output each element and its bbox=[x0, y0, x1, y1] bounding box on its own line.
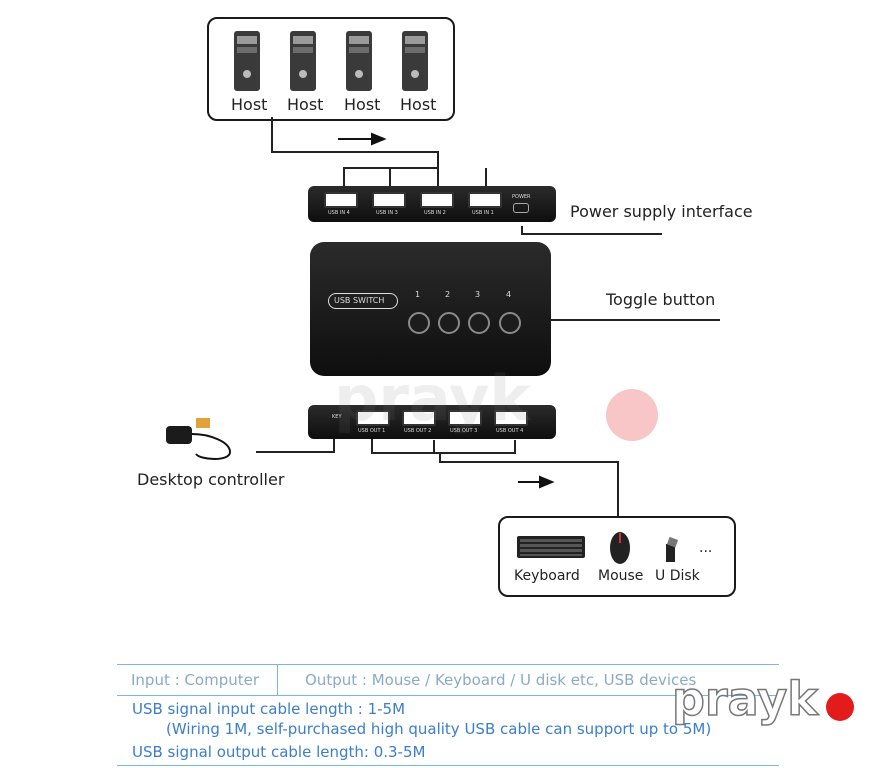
host-label: Host bbox=[400, 95, 437, 114]
spec-input-cable: USB signal input cable length : 1-5M bbox=[132, 700, 406, 718]
switch-input-panel: USB IN 4 USB IN 3 USB IN 2 USB IN 1 POWE… bbox=[308, 186, 556, 222]
watermark-logo-dot bbox=[826, 693, 854, 721]
power-supply-callout: Power supply interface bbox=[570, 202, 753, 221]
spec-rule-bottom bbox=[117, 765, 779, 766]
host-computer-icon bbox=[402, 31, 428, 91]
desktop-controller-label: Desktop controller bbox=[137, 470, 285, 489]
watermark-center-dot bbox=[606, 389, 658, 441]
spec-divider bbox=[277, 664, 278, 695]
usb-out-label: USB OUT 4 bbox=[496, 428, 524, 434]
usb-in-port bbox=[324, 192, 358, 208]
u-disk-label: U Disk bbox=[655, 568, 700, 584]
usb-in-label: USB IN 1 bbox=[472, 210, 494, 216]
button-number: 2 bbox=[445, 290, 451, 299]
toggle-button-2[interactable] bbox=[438, 312, 460, 334]
key-label: KEY bbox=[332, 414, 342, 420]
usb-in-port bbox=[372, 192, 406, 208]
toggle-button-3[interactable] bbox=[468, 312, 490, 334]
switch-body: USB SWITCH 1 2 3 4 bbox=[310, 242, 551, 376]
toggle-button-callout: Toggle button bbox=[606, 290, 716, 309]
usb-switch-label: USB SWITCH bbox=[334, 296, 385, 305]
host-label: Host bbox=[344, 95, 381, 114]
usb-out-port bbox=[356, 410, 390, 426]
usb-out-label: USB OUT 3 bbox=[450, 428, 478, 434]
toggle-button-4[interactable] bbox=[499, 312, 521, 334]
spec-rule-top bbox=[117, 664, 779, 665]
spec-output-cable: USB signal output cable length: 0.3-5M bbox=[132, 743, 426, 761]
switch-output-panel: KEY USB OUT 1 USB OUT 2 USB OUT 3 USB OU… bbox=[308, 405, 556, 439]
usb-out-label: USB OUT 1 bbox=[358, 428, 386, 434]
more-devices-ellipsis: ... bbox=[699, 540, 713, 556]
usb-in-label: USB IN 2 bbox=[424, 210, 446, 216]
usb-out-port bbox=[402, 410, 436, 426]
spec-output: Output : Mouse / Keyboard / U disk etc, … bbox=[305, 671, 697, 689]
usb-out-port bbox=[494, 410, 528, 426]
spec-rule-mid bbox=[117, 695, 779, 696]
button-number: 1 bbox=[415, 290, 421, 299]
keyboard-icon bbox=[517, 536, 585, 558]
power-label: POWER bbox=[512, 194, 531, 200]
mouse-label: Mouse bbox=[598, 568, 644, 584]
host-computer-icon bbox=[234, 31, 260, 91]
host-label: Host bbox=[287, 95, 324, 114]
host-label: Host bbox=[231, 95, 268, 114]
usb-out-label: USB OUT 2 bbox=[404, 428, 432, 434]
usb-in-label: USB IN 4 bbox=[328, 210, 350, 216]
button-number: 3 bbox=[475, 290, 481, 299]
mouse-icon bbox=[610, 532, 630, 564]
usb-out-port bbox=[448, 410, 482, 426]
connector-lines bbox=[256, 117, 720, 516]
usb-in-port bbox=[468, 192, 502, 208]
usb-in-label: USB IN 3 bbox=[376, 210, 398, 216]
toggle-button-1[interactable] bbox=[408, 312, 430, 334]
u-disk-icon bbox=[666, 536, 679, 562]
host-computer-icon bbox=[346, 31, 372, 91]
usb-in-port bbox=[420, 192, 454, 208]
spec-wiring-note: (Wiring 1M, self-purchased high quality … bbox=[166, 720, 712, 738]
usb-switch-badge bbox=[328, 293, 398, 309]
watermark-logo: prayk bbox=[671, 671, 818, 727]
button-number: 4 bbox=[506, 290, 512, 299]
host-computer-icon bbox=[290, 31, 316, 91]
keyboard-label: Keyboard bbox=[514, 568, 580, 584]
power-port bbox=[513, 203, 529, 213]
spec-input: Input : Computer bbox=[131, 671, 259, 689]
watermark-center: prayk bbox=[334, 362, 531, 435]
desktop-controller-icon bbox=[166, 418, 232, 460]
